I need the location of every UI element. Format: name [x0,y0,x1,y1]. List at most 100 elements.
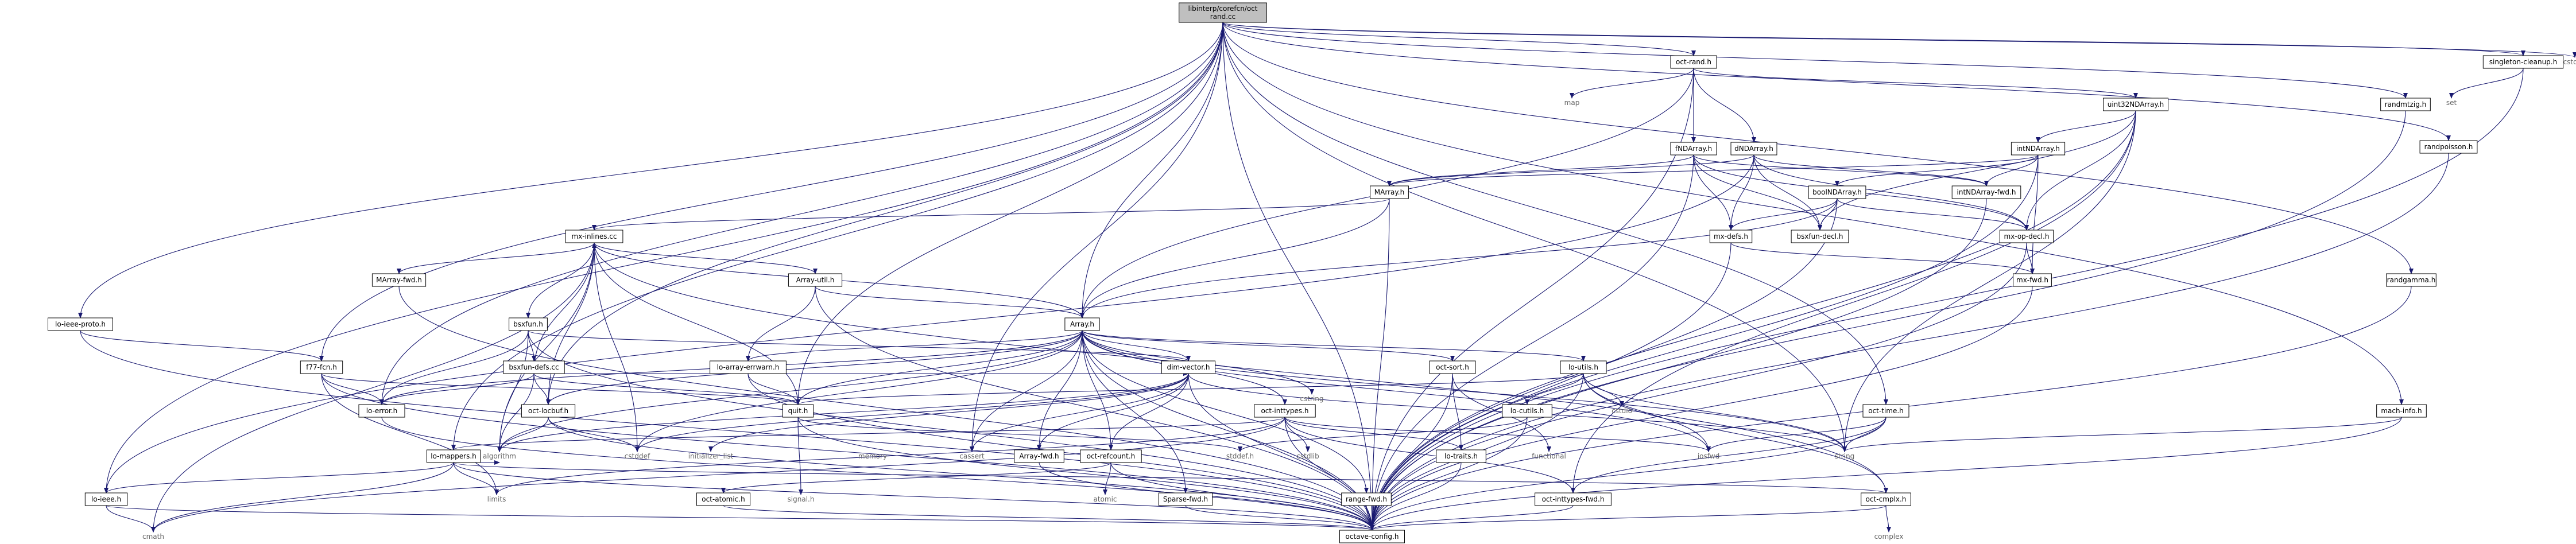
edge-lo-utils-to-iosfwd [1583,373,1711,452]
node-box [2103,98,2168,111]
node-boolNDArray[interactable]: boolNDArray.h [1808,185,1866,199]
node-f77-fcn[interactable]: f77-fcn.h [300,360,343,374]
node-label: randmtzig.h [2385,100,2427,108]
node-Array-util[interactable]: Array-util.h [788,273,843,287]
node-uint32[interactable]: uint32NDArray.h [2103,98,2168,111]
node-oct-inttypes[interactable]: oct-inttypes.h [1254,404,1316,418]
edge-bsxfun-defs-to-lo-error [379,373,534,405]
node-mach-info[interactable]: mach-info.h [2376,404,2427,418]
node-mx-defs[interactable]: mx-defs.h [1709,230,1753,243]
node-randpoisson[interactable]: randpoisson.h [2419,140,2478,154]
node-oct-inttypes-fwd[interactable]: oct-inttypes-fwd.h [1535,492,1612,506]
edge-root-to-f77-fcn [319,22,1223,362]
node-oct-time[interactable]: oct-time.h [1862,404,1909,418]
node-label: string [1835,452,1854,460]
edge-uint32-to-octave-config [1370,110,2136,531]
node-box [1861,492,1911,506]
node-bsxfun-decl[interactable]: bsxfun-decl.h [1791,230,1849,243]
node-label: Array-util.h [796,276,835,284]
edge-Array-to-quit [796,330,1083,405]
node-oct-sort[interactable]: oct-sort.h [1429,360,1476,374]
node-box [358,404,405,418]
node-label: lo-mappers.h [431,452,477,460]
node-fNDArray[interactable]: fNDArray.h [1670,142,1717,156]
edge-dim-vector-to-cassert [970,373,1189,452]
node-MArray-fwd[interactable]: MArray-fwd.h [371,273,427,287]
node-label: dim-vector.h [1167,363,1210,371]
node-label: mx-op-decl.h [2004,232,2050,240]
edge-fNDArray-to-bsxfun-decl [1693,154,1822,231]
node-lo-array-errwarn[interactable]: lo-array-errwarn.h [710,360,787,374]
node-oct-locbuf[interactable]: oct-locbuf.h [521,404,576,418]
node-dNDArray[interactable]: dNDArray.h [1730,142,1777,156]
edge-oct-inttypes-to-oct-inttypes-fwd [1284,417,1575,494]
node-oct-atomic[interactable]: oct-atomic.h [696,492,751,506]
node-quit[interactable]: quit.h [782,404,814,418]
node-label: oct-inttypes.h [1261,407,1308,415]
node-MArray[interactable]: MArray.h [1370,185,1409,199]
node-Sparse-fwd[interactable]: Sparse-fwd.h [1158,492,1213,506]
node-randgamma[interactable]: randgamma.h [2386,273,2436,287]
node-range-fwd[interactable]: range-fwd.h [1341,492,1392,506]
node-randmtzig[interactable]: randmtzig.h [2380,98,2431,111]
node-box [696,492,751,506]
node-lo-cutils[interactable]: lo-cutils.h [1502,404,1552,418]
node-dim-vector[interactable]: dim-vector.h [1161,360,1216,374]
edge-dNDArray-to-lo-ieee [104,154,1754,494]
edge-Array-to-iosfwd [1082,330,1711,452]
node-lo-mappers[interactable]: lo-mappers.h [426,449,481,463]
node-lo-utils[interactable]: lo-utils.h [1560,360,1607,374]
edge-fNDArray-to-MArray [1387,154,1694,186]
node-lo-error[interactable]: lo-error.h [358,404,405,418]
node-box [2380,98,2431,111]
node-oct-rand[interactable]: oct-rand.h [1670,55,1717,69]
node-label: octave-config.h [1346,533,1399,541]
node-oct-cmplx[interactable]: oct-cmplx.h [1861,492,1911,506]
node-oct-refcount[interactable]: oct-refcount.h [1080,449,1142,463]
edge-root-to-octave-config [1222,22,1374,531]
edge-boolNDArray-to-mx-defs [1729,198,1838,231]
node-box [1064,317,1100,331]
edge-bsxfun-to-algorithm [497,330,529,452]
node-cmath: cmath [142,533,164,541]
edge-lo-utils-to-oct-cmplx [1583,373,1888,494]
node-box [1862,404,1909,418]
node-mx-inlines[interactable]: mx-inlines.cc [565,230,623,243]
node-box [1254,404,1316,418]
node-label: cstring [1300,395,1323,403]
node-bsxfun-defs[interactable]: bsxfun-defs.cc [503,360,565,374]
node-Array[interactable]: Array.h [1064,317,1100,331]
node-label: oct-time.h [1868,407,1904,415]
edge-oct-cmplx-to-complex [1885,505,1891,533]
node-label: cstdint [2563,58,2576,66]
node-label: lo-array-errwarn.h [717,363,780,371]
node-intNDArray-fwd[interactable]: intNDArray-fwd.h [1951,185,2021,199]
node-Array-fwd[interactable]: Array-fwd.h [1014,449,1064,463]
node-mx-op-decl[interactable]: mx-op-decl.h [1999,230,2054,243]
node-lo-ieee-proto[interactable]: lo-ieee-proto.h [48,317,113,331]
node-box [2011,142,2066,156]
node-box [1341,492,1392,506]
edge-lo-utils-to-string [1583,373,1847,452]
node-singleton[interactable]: singleton-cleanup.h [2482,55,2564,69]
node-intNDArray[interactable]: intNDArray.h [2011,142,2066,156]
edge-oct-inttypes-to-lo-traits [1284,417,1463,450]
node-lo-ieee[interactable]: lo-ieee.h [84,492,128,506]
node-label: lo-ieee-proto.h [55,320,106,328]
node-cstdint: cstdint [2563,58,2576,66]
node-bsxfun[interactable]: bsxfun.h [509,317,548,331]
edge-lo-mappers-to-lo-ieee [104,462,454,494]
node-octave-config[interactable]: octave-config.h [1339,530,1405,543]
node-mx-fwd[interactable]: mx-fwd.h [2013,273,2052,287]
edge-uint32-to-intNDArray [2036,110,2136,143]
edge-root-to-lo-error [379,22,1223,405]
edge-dim-vector-to-initializer_list [708,373,1189,452]
node-lo-traits[interactable]: lo-traits.h [1436,449,1486,463]
edge-root-to-string [1222,22,1847,452]
node-box [710,360,787,374]
node-box [1339,530,1405,543]
edge-Array-util-to-lo-array-errwarn [746,286,816,362]
node-box [1429,360,1476,374]
edge-oct-inttypes-to-cmath [151,417,1285,533]
